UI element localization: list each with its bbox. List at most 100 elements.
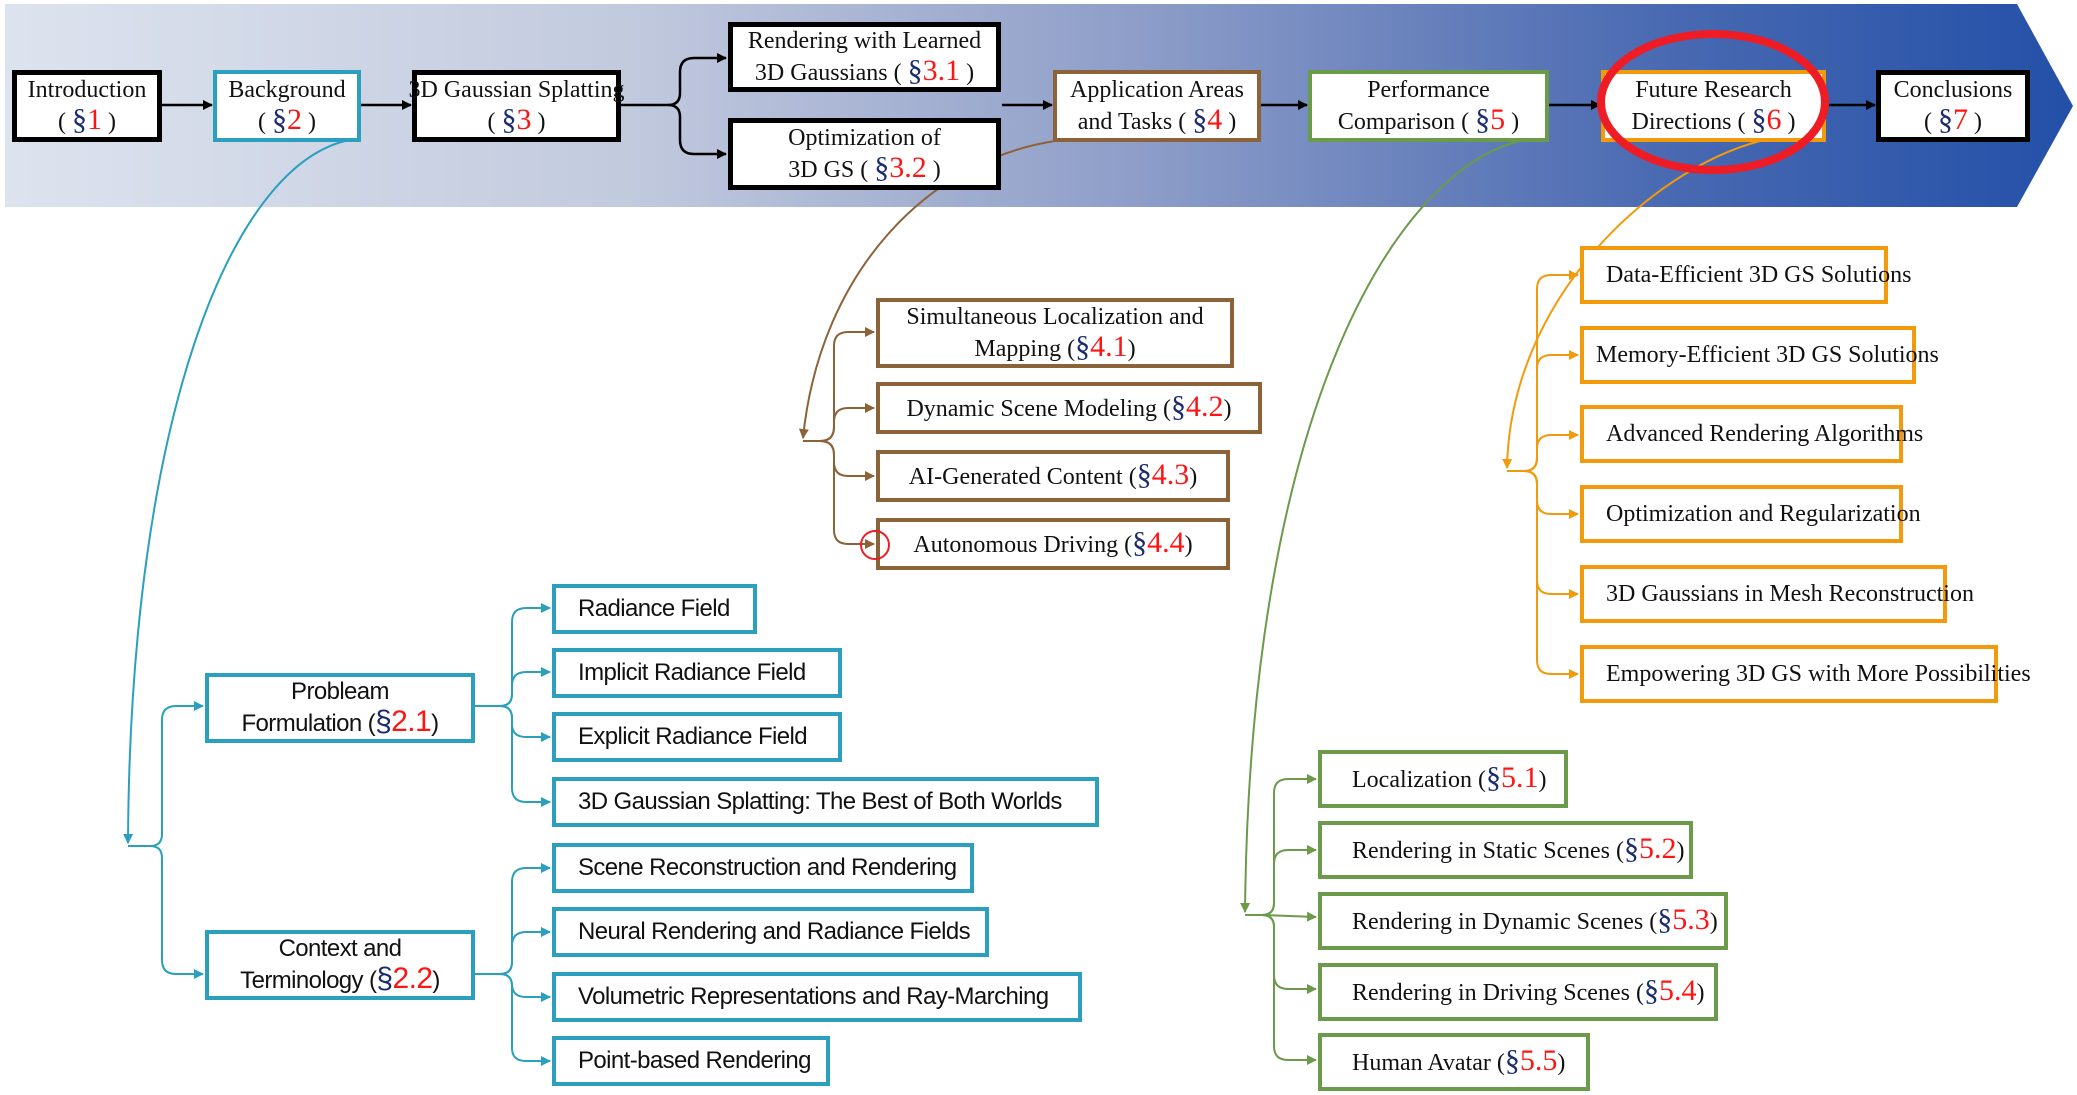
section-performance-comparison[interactable]: Performance Comparison ( §5 ) <box>1308 70 1549 142</box>
topic-explicit-radiance-field[interactable]: Explicit Radiance Field <box>552 712 842 762</box>
section-symbol: § <box>376 962 393 995</box>
subsection-title: Simultaneous Localization and <box>906 304 1204 330</box>
paren-close: ) <box>1676 838 1685 864</box>
branch-future-2 <box>1523 350 1579 472</box>
branch-ct-4 <box>499 973 551 1066</box>
paren-close: ) <box>101 109 116 135</box>
section-symbol: § <box>1485 761 1501 794</box>
paren-close: ) <box>1223 396 1232 422</box>
section-symbol: § <box>1751 103 1767 136</box>
section-symbol: § <box>1657 903 1673 936</box>
branch-perf-1 <box>1245 774 1317 916</box>
section-number: 5.4 <box>1658 974 1697 1007</box>
paren-open: ( <box>487 109 502 135</box>
topic-point-based-rendering[interactable]: Point-based Rendering <box>552 1036 830 1086</box>
section-3d-gaussian-splatting[interactable]: 3D Gaussian Splatting ( §3 ) <box>409 70 625 142</box>
branch-ct-3 <box>499 973 551 1002</box>
subsection-title: Human Avatar ( <box>1352 1050 1505 1076</box>
paren-close: ) <box>531 109 546 135</box>
branch-to-problem-formulation <box>128 701 204 847</box>
subsection-context-terminology[interactable]: Context and Terminology (§2.2) <box>205 930 475 1000</box>
section-title: Future Research <box>1635 77 1792 103</box>
future-optimization-regularization[interactable]: Optimization and Regularization <box>1580 485 1921 543</box>
topic-implicit-radiance-field[interactable]: Implicit Radiance Field <box>552 648 842 698</box>
section-rendering-learned-gaussians[interactable]: Rendering with Learned 3D Gaussians ( §3… <box>728 22 1001 92</box>
topic-volumetric-ray-marching[interactable]: Volumetric Representations and Ray-March… <box>552 972 1082 1022</box>
section-number: 5 <box>1490 103 1506 136</box>
section-number: 5.1 <box>1500 761 1539 794</box>
subsection-slam[interactable]: Simultaneous Localization and Mapping (§… <box>876 298 1234 368</box>
section-title-line2: Directions ( <box>1631 109 1752 135</box>
subsection-title: Localization ( <box>1352 767 1486 793</box>
paren-open: ( <box>258 109 272 135</box>
paren-close: ) <box>960 60 975 86</box>
branch-pf-3 <box>499 705 551 742</box>
paren-open: ( <box>57 109 72 135</box>
paren-close: ) <box>1696 980 1705 1006</box>
section-future-research-directions[interactable]: Future Research Directions ( §6 ) <box>1601 70 1826 142</box>
section-symbol: § <box>1938 103 1953 136</box>
branch-to-context-terminology <box>149 845 204 979</box>
subsection-autonomous-driving[interactable]: Autonomous Driving (§4.4) <box>876 518 1230 570</box>
section-number: 2.1 <box>391 705 432 738</box>
branch-future-3 <box>1523 430 1579 472</box>
section-symbol: § <box>501 103 517 136</box>
branch-future-6 <box>1523 470 1579 679</box>
paren-close: ) <box>1222 109 1237 135</box>
section-number: 2 <box>287 103 302 136</box>
section-number: 4.3 <box>1151 458 1190 491</box>
future-memory-efficient[interactable]: Memory-Efficient 3D GS Solutions <box>1580 326 1939 384</box>
subsection-dynamic-scene-modeling[interactable]: Dynamic Scene Modeling (§4.2) <box>876 382 1262 434</box>
section-title-line2: 3D GS ( <box>788 157 875 183</box>
section-symbol: § <box>1136 458 1152 491</box>
branch-pf-1 <box>474 603 551 707</box>
subsection-human-avatar[interactable]: Human Avatar (§5.5) <box>1318 1033 1590 1091</box>
section-introduction[interactable]: Introduction ( §1 ) <box>12 70 162 142</box>
branch-ct-2 <box>499 927 551 975</box>
branch-app-3 <box>819 440 875 481</box>
paren-close: ) <box>1781 109 1796 135</box>
branch-app-2 <box>819 403 875 442</box>
paren-close: ) <box>1968 109 1982 135</box>
section-optimization-3dgs[interactable]: Optimization of 3D GS ( §3.2 ) <box>728 118 1001 190</box>
section-application-areas[interactable]: Application Areas and Tasks ( §4 ) <box>1053 70 1261 142</box>
section-conclusions[interactable]: Conclusions ( §7 ) <box>1876 70 2030 142</box>
subsection-localization[interactable]: Localization (§5.1) <box>1318 750 1568 808</box>
paren-close: ) <box>1709 909 1718 935</box>
section-symbol: § <box>1192 103 1208 136</box>
subsection-driving-scenes[interactable]: Rendering in Driving Scenes (§5.4) <box>1318 963 1718 1021</box>
subsection-problem-formulation[interactable]: Probleam Formulation (§2.1) <box>205 673 475 743</box>
section-background[interactable]: Background ( §2 ) <box>213 70 361 142</box>
subsection-title-line2: Formulation ( <box>241 710 376 737</box>
section-number: 4.4 <box>1147 526 1185 559</box>
paren-close: ) <box>1189 464 1198 490</box>
section-symbol: § <box>272 103 287 136</box>
topic-neural-rendering[interactable]: Neural Rendering and Radiance Fields <box>552 907 989 957</box>
paren-close: ) <box>302 109 316 135</box>
subsection-ai-generated-content[interactable]: AI-Generated Content (§4.3) <box>876 450 1230 502</box>
section-number: 3.1 <box>922 54 961 87</box>
branch-perf-2 <box>1261 845 1317 916</box>
topic-radiance-field[interactable]: Radiance Field <box>552 584 757 634</box>
section-title: Conclusions <box>1893 77 2013 103</box>
section-number: 4.1 <box>1090 330 1128 363</box>
paren-close: ) <box>1505 109 1520 135</box>
future-more-possibilities[interactable]: Empowering 3D GS with More Possibilities <box>1580 645 2031 703</box>
future-mesh-reconstruction[interactable]: 3D Gaussians in Mesh Reconstruction <box>1580 565 1974 623</box>
section-symbol: § <box>1475 103 1491 136</box>
future-advanced-rendering[interactable]: Advanced Rendering Algorithms <box>1580 405 1923 463</box>
section-symbol: § <box>1504 1044 1520 1077</box>
section-symbol: § <box>1075 330 1091 363</box>
paren-close: ) <box>432 967 440 994</box>
subsection-dynamic-scenes[interactable]: Rendering in Dynamic Scenes (§5.3) <box>1318 892 1728 950</box>
future-data-efficient[interactable]: Data-Efficient 3D GS Solutions <box>1580 246 1912 304</box>
subsection-static-scenes[interactable]: Rendering in Static Scenes (§5.2) <box>1318 821 1693 879</box>
section-title-line2: Comparison ( <box>1337 109 1476 135</box>
section-number: 5.5 <box>1519 1044 1558 1077</box>
topic-scene-reconstruction[interactable]: Scene Reconstruction and Rendering <box>552 843 974 893</box>
topic-3dgs-best-of-both[interactable]: 3D Gaussian Splatting: The Best of Both … <box>552 777 1099 827</box>
subsection-title: Rendering in Dynamic Scenes ( <box>1352 909 1658 935</box>
paren-close: ) <box>1127 336 1136 362</box>
section-symbol: § <box>874 151 890 184</box>
